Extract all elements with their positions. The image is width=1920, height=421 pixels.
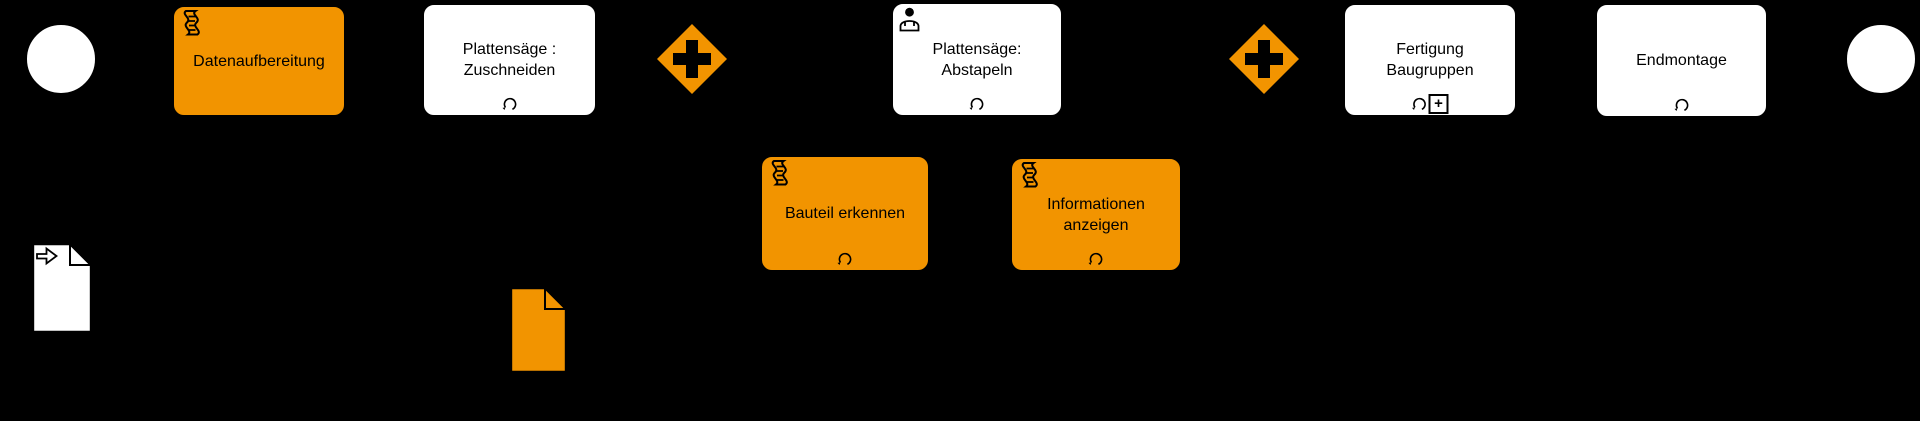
task-label: Bauteil erkennen [784,205,906,222]
data-object-document[interactable] [509,286,568,374]
script-icon [1021,162,1038,188]
subprocess-plus-marker[interactable]: + [1428,94,1449,114]
task-label-line2: Zuschneiden [463,62,556,79]
task-endmontage[interactable]: Endmontage [1595,3,1768,118]
task-bauteil-erkennen[interactable]: Bauteil erkennen [760,155,930,272]
parallel-gateway-join[interactable] [1228,23,1300,95]
task-markers: + [1412,94,1449,114]
loop-marker-icon [837,252,852,266]
task-datenaufbereitung[interactable]: Datenaufbereitung [172,5,346,117]
task-label-line1: Plattensäge : [462,41,557,58]
task-label: Datenaufbereitung [193,52,325,70]
start-event[interactable] [25,23,97,95]
arrow-icon [36,246,58,266]
loop-marker-icon [1412,97,1426,111]
task-label-line2: Abstapeln [941,61,1013,79]
loop-marker-icon [1674,98,1688,112]
task-label-line1: Informationen [1047,195,1145,213]
loop-marker-icon [1088,252,1103,266]
task-plattensaege-abstapeln[interactable]: Plattensäge: Abstapeln [891,2,1063,117]
task-label-line1: Fertigung [1396,41,1464,58]
task-label-line2: Baugruppen [1386,62,1474,79]
task-label-line1: Plattensäge: [932,40,1022,58]
end-event[interactable] [1845,23,1917,95]
script-icon [183,10,200,36]
task-plattensaege-zuschneiden[interactable]: Plattensäge : Zuschneiden [422,3,597,117]
task-fertigung-baugruppen[interactable]: Fertigung Baugruppen + [1343,3,1517,117]
plus-icon [1245,40,1283,78]
loop-marker-icon [969,97,984,111]
loop-marker-icon [502,97,516,111]
plus-icon [673,40,711,78]
task-informationen-anzeigen[interactable]: Informationen anzeigen [1010,157,1182,272]
task-label-line2: anzeigen [1063,216,1129,234]
data-input-document[interactable] [31,242,93,334]
script-icon [771,160,788,186]
task-label: Endmontage [1636,52,1727,69]
user-icon [899,7,920,32]
parallel-gateway-split[interactable] [656,23,728,95]
